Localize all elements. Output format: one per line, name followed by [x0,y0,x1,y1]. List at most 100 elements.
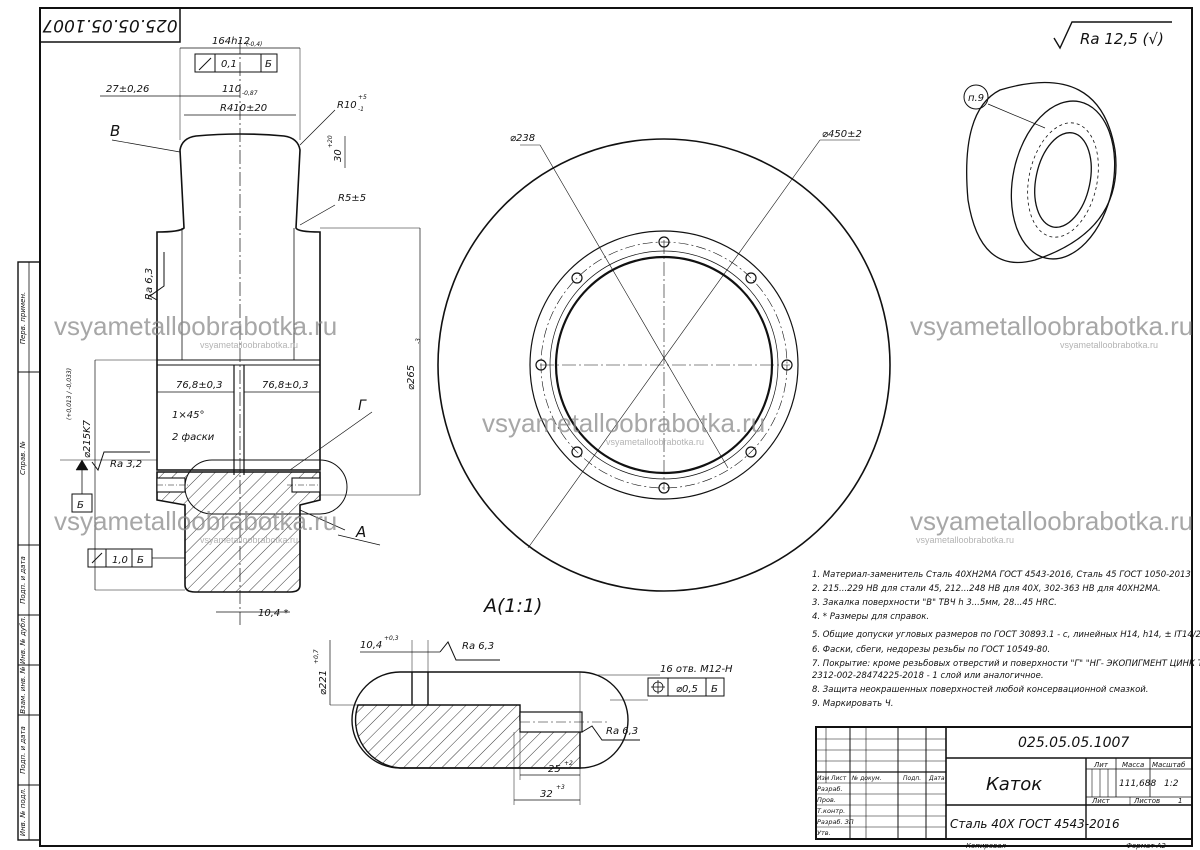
runout-value: 1,0 [112,555,128,566]
doc-number-rotated: 025.05.05.1007 [42,15,177,35]
label-B: В [110,122,120,140]
iso-view [963,82,1117,264]
note-3: 3. Закалка поверхности "В" ТВЧ h 3...5мм… [812,598,1057,608]
radius-corner-tol-dn: -1 [358,106,364,113]
tb-format: Формат А2 [1126,842,1166,850]
dia-265: ⌀265 [406,365,417,390]
tb-col-scale: Масштаб [1152,761,1186,769]
tb-hdr-sign: Подп. [903,775,921,782]
bore-tol: (+0,013 / -0,033) [66,368,73,420]
watermark-2: vsyametalloobrabotka.ru [482,408,765,438]
doc-number-rotated-box: 025.05.05.1007 [39,7,181,43]
tb-sheet-label: Лист [1091,797,1111,805]
watermark-3: vsyametalloobrabotka.ru [54,506,337,536]
dia-265-tol: -3 [415,338,422,344]
dim-half-right: 76,8±0,3 [262,380,309,391]
depth-30-tol: +20 [327,135,334,148]
section-view [60,40,421,625]
detail-labels: А(1:1) 10,4 +0,3 Ra 6,3 Ra 6,3 ⌀221 +0,7… [313,595,733,800]
detail-dim-32-tol: +3 [556,784,565,791]
dim-tread-tol: -0,87 [242,90,258,97]
roughness-general-text: Ra 12,5 (√) [1080,30,1164,48]
dim-tread: 110 [222,84,241,95]
ra-32-section: Ra 3,2 [110,459,142,470]
watermarks: vsyametalloobrabotka.ru vsyametalloobrab… [54,311,1193,545]
bolt-hole [658,236,670,248]
detail-dia-221: ⌀221 [318,670,329,695]
detail-dim-104-tol: +0,3 [384,635,399,642]
label-G: Г [358,398,367,414]
stamp-label-2: Справ. № [19,441,27,475]
note-9: 9. Маркировать Ч. [812,699,893,709]
note-5: 5. Общие допуски угловых размеров по ГОС… [812,630,1200,640]
radius-profile: R410±20 [220,103,267,114]
bolt-hole [535,359,547,371]
front-view [437,138,891,592]
bore-dim: ⌀215K7 [82,419,93,458]
radius-r5: R5±5 [338,193,366,204]
tb-hdr-date: Дата [928,775,945,782]
label-A: А [355,523,366,541]
hub-hatched-section [156,471,321,593]
stamp-label-4: Инв. № дубл. [19,616,27,664]
detail-dim-32: 32 [540,789,553,800]
bolt-hole [658,482,670,494]
front-labels: ⌀238 ⌀450±2 [510,129,862,144]
iso-callout: п.9 [968,93,984,104]
tb-hdr-list: Лист [830,775,847,782]
detail-ra-63b: Ra 6,3 [606,726,638,737]
roughness-general: Ra 12,5 (√) [1053,21,1172,50]
tb-name: Каток [986,774,1042,795]
ra-63-section: Ra 6,3 [144,268,155,300]
dim-left-offset: 27±0,26 [106,84,149,95]
detail-dia-221-tol: +0,7 [313,649,320,664]
stamp-label-6: Подп. и дата [19,726,27,774]
outer-circle [437,138,891,592]
detail-title: А(1:1) [482,595,542,617]
stamp-label-5: Взам. инв. № [19,666,27,714]
tb-role-5: Разраб. ЗП [817,818,854,826]
tb-role-6: Утв. [817,829,831,837]
detail-threads: 16 отв. М12-Н [660,664,733,675]
section-labels: 164h12 (-0,4) 0,1 Б 27±0,26 110 -0,87 R4… [66,36,422,619]
stamp-label-1: Перв. примен. [19,292,27,345]
tb-hdr-doc: № докум. [851,775,882,782]
tb-designation: 025.05.05.1007 [1018,735,1129,751]
note-4: 4. * Размеры для справок. [812,612,929,622]
chamfer-2: 2 фаски [172,432,215,443]
detail-dim-25-tol: +2 [564,760,573,767]
watermark-5: vsyametalloobrabotka.ru [910,506,1193,536]
dim-width: 164h12 [212,36,250,47]
watermark-4: vsyametalloobrabotka.ru [910,311,1193,341]
bolt-hole [745,446,757,458]
tb-sheets: 1 [1178,797,1182,805]
chamfer-1: 1×45° [172,410,204,421]
watermark-2s: vsyametalloobrabotka.ru [606,437,704,447]
tb-role-1: Разраб. [817,785,843,793]
radius-corner-tol-up: +5 [358,94,367,101]
bolt-hole [745,272,757,284]
detail-dim-25: 25 [548,764,561,775]
detail-pos-datum: Б [711,684,718,695]
radius-corner: R10 [337,100,357,111]
detail-view [329,640,725,805]
datum-B: Б [77,500,84,511]
detail-pos-value: ⌀0,5 [676,684,698,695]
rim-profile [156,133,321,471]
stamp-label-3: Подп. и дата [19,556,27,604]
title-block [815,726,1193,840]
tb-material: Сталь 40Х ГОСТ 4543-2016 [950,817,1120,831]
bolt-hole [571,272,583,284]
tb-hdr-izm: Изм [817,775,830,782]
technical-notes: 1. Материал-заменитель Сталь 40ХН2МА ГОС… [812,570,1200,709]
tol-frame-datum: Б [265,59,272,70]
bolt-hole [571,446,583,458]
tb-scale: 1:2 [1164,779,1179,789]
note-1: 1. Материал-заменитель Сталь 40ХН2МА ГОС… [812,570,1194,580]
note-6: 6. Фаски, сбеги, недорезы резьбы по ГОСТ… [812,645,1050,655]
stamp-label-7: Инв. № подл. [19,788,27,836]
dim-width-tol: (-0,4) [246,41,262,48]
watermark-3s: vsyametalloobrabotka.ru [200,535,298,545]
tol-frame-value: 0,1 [221,59,237,70]
bolt-holes [535,236,793,494]
